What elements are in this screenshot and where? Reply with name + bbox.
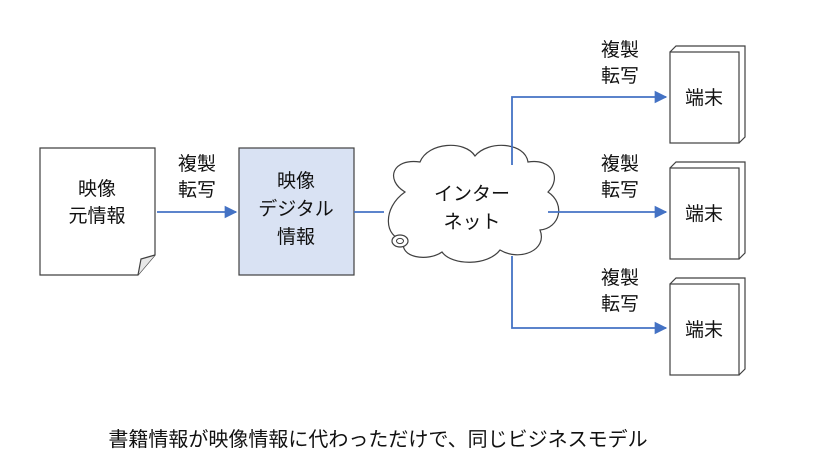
source-document: 映像 元情報 (39, 147, 156, 276)
copy-label-left-line2: 転写 (178, 179, 216, 201)
digital-info-label-line1: 映像 (277, 170, 315, 192)
terminal-1-label: 端末 (685, 87, 723, 109)
caption: 書籍情報が映像情報に代わっただけで、同じビジネスモデル (108, 427, 647, 451)
terminal-3: 端末 (669, 277, 746, 376)
terminal-2-label: 端末 (685, 203, 723, 225)
digital-info-box: 映像 デジタル 情報 (238, 147, 355, 276)
source-document-label-line2: 元情報 (68, 205, 125, 227)
copy-label-branch-1-line1: 複製 (601, 39, 639, 61)
copy-label-branch-1-line2: 転写 (601, 65, 639, 87)
arrow-cloud-to-terminal-3 (511, 256, 668, 335)
digital-info-label-line2: デジタル (258, 198, 334, 220)
internet-label-line2: ネット (443, 211, 500, 233)
copy-label-branch-3-line2: 転写 (601, 293, 639, 315)
terminal-2: 端末 (669, 161, 746, 260)
copy-label-branch-2-line2: 転写 (601, 179, 639, 201)
arrow-cloud-to-terminal-1 (511, 90, 668, 165)
terminal-1: 端末 (669, 45, 746, 144)
source-document-label-line1: 映像 (78, 178, 116, 200)
copy-label-branch-3-line1: 複製 (601, 267, 639, 289)
internet-cloud: インター ネット (387, 144, 560, 263)
copy-label-left-line1: 複製 (178, 153, 216, 175)
copy-label-branch-2-line1: 複製 (601, 153, 639, 175)
digital-info-label-line3: 情報 (277, 226, 315, 248)
internet-label-line1: インター (434, 183, 510, 205)
terminal-3-label: 端末 (685, 319, 723, 341)
